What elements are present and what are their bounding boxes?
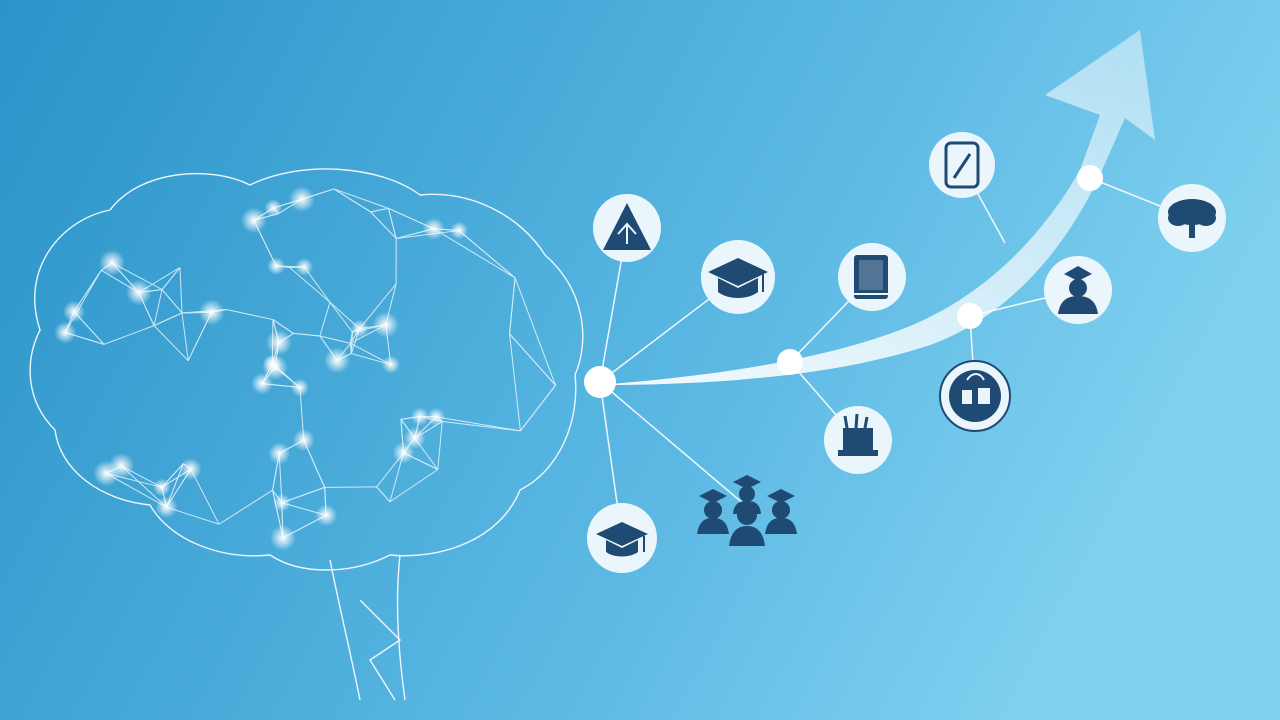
brain-mesh-line	[293, 332, 320, 337]
brain-mesh-line	[329, 301, 353, 333]
brain-mesh-line	[218, 489, 273, 525]
junction-nodes	[584, 165, 1103, 398]
brain-mesh-line	[333, 188, 389, 209]
brain-glow-node	[403, 427, 426, 450]
brain-glow-node	[99, 249, 126, 276]
brain-mesh-line	[509, 277, 516, 334]
brain-glow-node	[93, 460, 120, 487]
tree-icon	[1158, 184, 1226, 252]
brain-mesh-line	[153, 325, 189, 362]
brain-mesh-line	[103, 325, 155, 345]
brain-mesh-line	[433, 228, 516, 279]
student-group-icon	[697, 475, 797, 546]
brain-nodes	[54, 186, 468, 551]
brain-glow-node	[267, 257, 286, 276]
brain-glow-node	[381, 355, 400, 374]
brain-glow-node	[152, 478, 171, 497]
brain-mesh-line	[387, 208, 397, 239]
brain-glow-node	[198, 299, 225, 326]
brain-glow-node	[155, 496, 178, 519]
brain-mesh-line	[437, 421, 443, 470]
brain-mesh-line	[519, 385, 556, 432]
brain-mesh-line	[359, 283, 397, 329]
brain-glow-node	[315, 504, 338, 527]
brain-glow-node	[251, 372, 274, 395]
brain-wireframe	[29, 168, 584, 701]
brain-mesh-line	[153, 289, 163, 326]
brain-glow-node	[449, 221, 468, 240]
brain-glow-node	[125, 279, 152, 306]
brain-glow-node	[264, 198, 283, 217]
graduate-person-icon	[1044, 256, 1112, 324]
brain-mesh-line	[272, 319, 294, 334]
brain-glow-node	[62, 300, 85, 323]
growth-arrow	[600, 30, 1155, 385]
brain-mesh-line	[153, 312, 183, 327]
brain-glow-node	[290, 378, 309, 397]
brain-glow-node	[179, 458, 202, 481]
icon-bubbles	[587, 132, 1226, 573]
brain-mesh-line	[226, 309, 274, 321]
brain-mesh-line	[442, 421, 521, 432]
brain-mesh-line	[161, 289, 183, 314]
brain-glow-node	[268, 442, 291, 465]
brain-mesh-line	[319, 335, 351, 344]
brain-mesh-line	[458, 230, 516, 279]
brain-mesh-line	[509, 333, 556, 386]
brain-mesh-line	[181, 312, 189, 361]
brain-mesh-line	[370, 211, 397, 239]
graduation-cap-icon	[701, 240, 775, 314]
junction-node	[777, 349, 803, 375]
brain-mesh-line	[376, 486, 391, 503]
junction-node	[957, 303, 983, 329]
brain-glow-node	[324, 347, 351, 374]
mortarboard-icon	[587, 503, 657, 573]
brain-glow-node	[410, 407, 429, 426]
brain-mesh-line	[370, 207, 389, 213]
brain-glow-node	[427, 407, 446, 426]
pyramid-people-icon	[593, 194, 661, 262]
brain-glow-node	[292, 429, 315, 452]
brain-mesh-line	[319, 302, 331, 337]
brain-mesh-line	[389, 469, 439, 503]
brain-glow-node	[372, 311, 399, 338]
brain-glow-node	[295, 257, 314, 276]
brain-mesh-line	[179, 267, 183, 314]
book-icon	[838, 243, 906, 311]
brain-mesh-line	[289, 266, 331, 303]
brain-glow-node	[265, 329, 292, 356]
brain-glow-node	[263, 354, 282, 373]
brain-mesh-line	[436, 416, 521, 432]
brain-glow-node	[272, 493, 291, 512]
brain-glow-node	[288, 186, 315, 213]
supplies-icon	[824, 406, 892, 474]
brain-mesh-line	[509, 333, 521, 431]
pencil-tablet-icon	[929, 132, 995, 198]
brain-glow-node	[240, 207, 267, 234]
junction-node	[1077, 165, 1103, 191]
brain-mesh-line	[333, 188, 371, 213]
teacher-board-icon	[939, 360, 1011, 432]
brain-glow-node	[422, 217, 445, 240]
brain-mesh-line	[514, 277, 557, 386]
junction-node	[584, 366, 616, 398]
brain-glow-node	[54, 321, 77, 344]
brain-glow-node	[350, 319, 369, 338]
brain-glow-node	[269, 524, 296, 551]
brain-mesh-line	[161, 267, 181, 290]
